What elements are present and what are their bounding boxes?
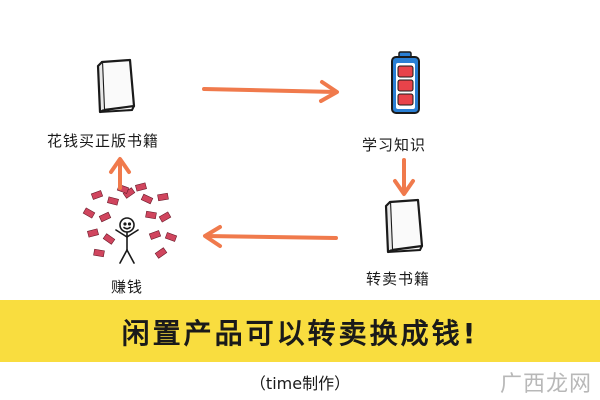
node-label-earn: 赚钱 (111, 278, 144, 296)
stick-figure (115, 217, 139, 264)
node-label-buy-books: 花钱买正版书籍 (47, 132, 160, 150)
caption-banner (0, 300, 600, 362)
book-icon (384, 198, 424, 254)
arrow-up (109, 157, 131, 190)
battery-icon (391, 51, 420, 114)
node-label-sell-books: 转卖书籍 (366, 270, 431, 288)
arrow-down (393, 158, 415, 196)
credit-text: （time制作） (249, 374, 351, 393)
node-label-learn: 学习知识 (362, 136, 427, 154)
watermark-logo: 广西龙网 (499, 372, 592, 397)
arrow-left (203, 225, 338, 248)
arrow-right (202, 80, 339, 103)
money-person-icon (82, 182, 178, 264)
banner-text: 闲置产品可以转卖换成钱! (121, 317, 479, 350)
book-icon (96, 58, 136, 114)
